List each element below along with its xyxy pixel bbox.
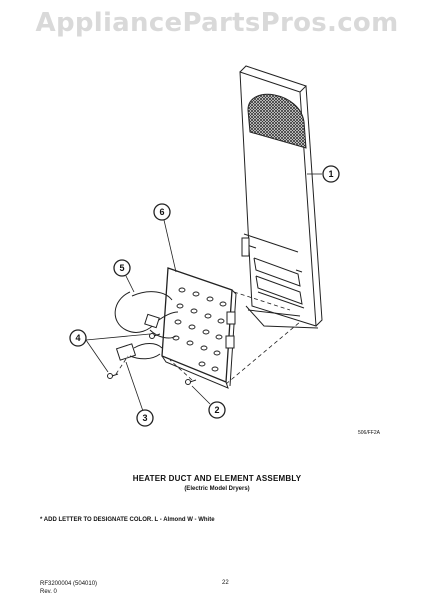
- svg-text:4: 4: [75, 333, 80, 343]
- assembly-guide-lines: [115, 291, 301, 385]
- callout-2: 2: [208, 401, 226, 419]
- footer-document-info: RF3200004 (504010) Rev. 0: [40, 580, 97, 596]
- revision-label: Rev. 0: [40, 589, 57, 595]
- heater-element-plate-part: [161, 267, 237, 389]
- callout-6: 6: [153, 203, 171, 221]
- callout-3: 3: [136, 409, 154, 427]
- callout-leaders: [85, 173, 322, 415]
- callout-5: 5: [113, 259, 131, 277]
- mount-screw-part: [185, 379, 197, 385]
- heater-duct-part: [239, 65, 323, 329]
- wire-harness-part: [114, 291, 179, 339]
- watermark-logo-text: AppliancePartsPros.com: [35, 8, 399, 38]
- callout-4: 4: [69, 329, 87, 347]
- drawing-code: 506/FF2A: [358, 430, 381, 436]
- page-number: 22: [222, 580, 229, 586]
- svg-text:6: 6: [159, 207, 164, 217]
- svg-text:2: 2: [214, 405, 219, 415]
- thermostat-part: [115, 343, 163, 361]
- document-number: RF3200004 (504010): [40, 581, 98, 587]
- diagram-title: HEATER DUCT AND ELEMENT ASSEMBLY: [132, 474, 302, 483]
- screw-part: [107, 333, 161, 379]
- diagram-subtitle: (Electric Model Dryers): [184, 486, 250, 492]
- svg-text:1: 1: [328, 169, 333, 179]
- color-note: * ADD LETTER TO DESIGNATE COLOR. L - Alm…: [40, 517, 215, 523]
- svg-text:5: 5: [119, 263, 124, 273]
- svg-text:3: 3: [142, 413, 147, 423]
- callout-1: 1: [322, 165, 340, 183]
